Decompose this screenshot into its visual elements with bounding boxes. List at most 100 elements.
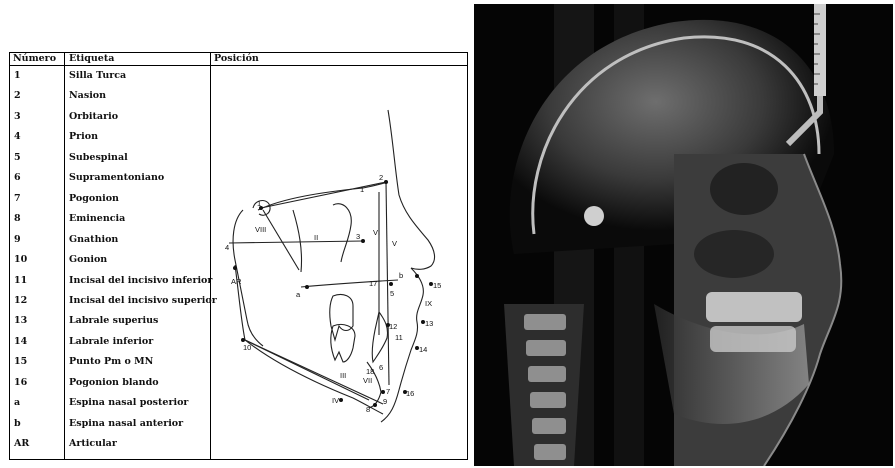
- landmark-point: [361, 239, 365, 243]
- vertebra: [534, 444, 566, 460]
- table-row: 14 Labrale inferior: [10, 332, 210, 352]
- label-3: 3: [356, 232, 360, 241]
- landmark-point: [241, 338, 245, 342]
- landmark-label: Espina nasal posterior: [69, 393, 188, 413]
- landmark-number: 14: [14, 332, 27, 352]
- label-6: 6: [379, 363, 383, 372]
- vertebra: [526, 340, 566, 356]
- landmark-number: 9: [14, 230, 21, 250]
- landmark-label: Orbitario: [69, 107, 118, 127]
- landmark-label: Subespinal: [69, 148, 128, 168]
- vertebra: [528, 366, 566, 382]
- landmark-label: Labrale inferior: [69, 332, 153, 352]
- cephalometric-tracing: 1 1 2 3 4 5 6 7 8 9 10 11 12 13 14 15 16…: [203, 100, 455, 430]
- vertebra: [530, 392, 566, 408]
- landmark-point: [389, 282, 393, 286]
- landmark-number: 8: [14, 209, 21, 229]
- label-roman-6: VI: [373, 228, 380, 237]
- label-roman-2: II: [314, 233, 318, 242]
- landmark-label: Articular: [69, 434, 117, 454]
- landmark-label: Nasion: [69, 86, 106, 106]
- table-row: a Espina nasal posterior: [10, 393, 210, 413]
- landmark-number: 10: [14, 250, 27, 270]
- gonion-line: [245, 340, 383, 404]
- landmark-number: 5: [14, 148, 21, 168]
- landmark-point: [415, 274, 419, 278]
- label-11: 11: [395, 333, 403, 342]
- label-4: 4: [225, 243, 229, 252]
- landmark-number: AR: [14, 434, 29, 454]
- landmark-number: 12: [14, 291, 27, 311]
- diagram-labels: 1 1 2 3 4 5 6 7 8 9 10 11 12 13 14 15 16…: [225, 173, 441, 414]
- ear-rod: [584, 206, 604, 226]
- table-row: 7 Pogonion: [10, 189, 210, 209]
- landmark-label: Incisal del incisivo superior: [69, 291, 217, 311]
- label-roman-4: IV: [332, 396, 339, 405]
- landmark-label: Eminencia: [69, 209, 125, 229]
- landmark-number: 7: [14, 189, 21, 209]
- landmark-point: [305, 285, 309, 289]
- label-1b: 1: [360, 185, 364, 194]
- table-row: AR Articular: [10, 434, 210, 454]
- landmark-number: 16: [14, 373, 27, 393]
- label-13: 13: [425, 319, 433, 328]
- table-row: 4 Prion: [10, 127, 210, 147]
- label-ar: AR: [231, 277, 242, 286]
- table-row: 16 Pogonion blando: [10, 373, 210, 393]
- orbit-curve: [333, 204, 351, 262]
- pterygoid-line: [263, 210, 299, 270]
- table-row: 3 Orbitario: [10, 107, 210, 127]
- lower-teeth: [710, 326, 796, 352]
- landmark-number: 3: [14, 107, 21, 127]
- landmark-point: [339, 398, 343, 402]
- label-roman-8: VIII: [255, 225, 266, 234]
- landmark-point: [384, 180, 388, 184]
- label-roman-5: V: [392, 239, 397, 248]
- landmark-point: [373, 403, 377, 407]
- landmark-number: 13: [14, 311, 27, 331]
- table-row: 8 Eminencia: [10, 209, 210, 229]
- label-18: 18: [366, 367, 374, 376]
- header-label: Etiqueta: [69, 53, 114, 65]
- table-row: 1Silla Turca: [10, 66, 210, 86]
- label-10: 10: [243, 343, 251, 352]
- landmark-label: Gonion: [69, 250, 107, 270]
- landmark-number: 1: [14, 66, 21, 86]
- table-row: 10 Gonion: [10, 250, 210, 270]
- frankfort-line: [229, 241, 363, 243]
- s-n-line: [261, 182, 386, 208]
- label-1: 1: [257, 199, 261, 208]
- maxillary-sinus: [694, 230, 774, 278]
- landmark-label: Labrale superius: [69, 311, 158, 331]
- table-row: 13 Labrale superius: [10, 311, 210, 331]
- label-7: 7: [386, 387, 390, 396]
- label-roman-3: III: [340, 371, 346, 380]
- landmark-number: b: [14, 414, 21, 434]
- header-position: Posición: [214, 53, 259, 65]
- table-row: 5 Subespinal: [10, 148, 210, 168]
- landmark-number: a: [14, 393, 20, 413]
- landmark-point: [233, 266, 237, 270]
- landmark-label: Prion: [69, 127, 98, 147]
- label-a: a: [296, 290, 301, 299]
- label-roman-7: VII: [363, 376, 372, 385]
- landmark-label: Pogonion: [69, 189, 119, 209]
- incisors-shape: [372, 312, 387, 362]
- landmark-number: 4: [14, 127, 21, 147]
- label-2: 2: [379, 173, 383, 182]
- landmark-points: [233, 180, 433, 407]
- palatal-line: [301, 280, 398, 287]
- landmark-point: [381, 390, 385, 394]
- vertebra: [524, 314, 566, 330]
- landmark-label: Pogonion blando: [69, 373, 159, 393]
- label-roman-9: IX: [425, 299, 432, 308]
- landmark-label: Espina nasal anterior: [69, 414, 183, 434]
- ruler: [814, 4, 826, 96]
- label-12: 12: [389, 322, 397, 331]
